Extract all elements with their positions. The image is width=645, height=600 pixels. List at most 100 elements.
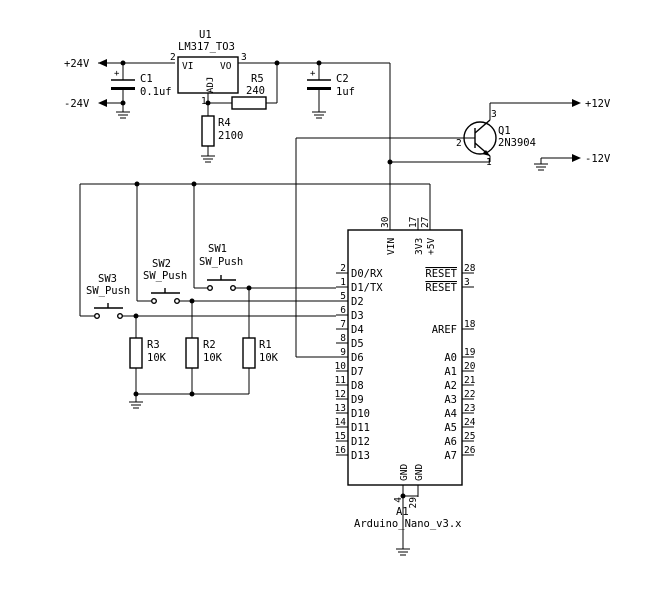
nano-pin-name-left: D3 — [351, 310, 364, 322]
u1-pin-adj: 1 — [201, 96, 207, 107]
nano-pin-num-right: 3 — [464, 277, 470, 288]
nano-pin-num-right: 20 — [464, 361, 476, 372]
sw2-value: SW_Push — [143, 270, 187, 282]
nano-pin-name-left: D11 — [351, 422, 370, 434]
nano-pin-num-top: 17 — [408, 217, 419, 228]
r4-value: 2100 — [218, 130, 243, 142]
c2-ref: C2 — [336, 73, 349, 85]
switch-sw3: SW3 SW_Push — [86, 273, 130, 320]
nano-pin-num-left: 11 — [335, 375, 347, 386]
ground-symbol-nano — [396, 548, 410, 556]
nano-pin-num-left: 6 — [340, 305, 346, 316]
nano-pin-name-left: D1/TX — [351, 282, 383, 294]
nano-pin-num-right: 23 — [464, 403, 475, 414]
resistor-r3: R3 10K — [129, 337, 167, 369]
nano-pin-name-top: +5V — [426, 238, 437, 255]
nano-pin-num-right: 19 — [464, 347, 476, 358]
nano-pin-num-right: 24 — [464, 417, 476, 428]
nano-pin-name-left: D0/RX — [351, 268, 383, 280]
nano-pin-num-right: 18 — [464, 319, 476, 330]
nano-pin-num-left: 15 — [335, 431, 346, 442]
nano-pin-num-left: 16 — [335, 445, 347, 456]
r5-ref: R5 — [251, 73, 264, 85]
a1-value: Arduino_Nano_v3.x — [354, 518, 461, 530]
nano-pin-num-left: 13 — [335, 403, 346, 414]
nano-pin-name-left: D12 — [351, 436, 370, 448]
nano-pin-name-right: A4 — [444, 408, 457, 420]
c1-value: 0.1uf — [140, 86, 172, 98]
r4-ref: R4 — [218, 117, 231, 129]
ground-symbol-resistors — [129, 401, 143, 409]
svg-text:+: + — [114, 69, 120, 79]
plus12-arrow — [572, 99, 581, 107]
svg-text:+: + — [310, 69, 316, 79]
ground-symbol-c1 — [116, 111, 130, 119]
nano-pin-num-left: 1 — [340, 277, 346, 288]
nano-pin-name-left: D7 — [351, 366, 364, 378]
nano-pin-num-right: 26 — [464, 445, 476, 456]
nano-pin-name-left: D2 — [351, 296, 364, 308]
r5-value: 240 — [246, 85, 265, 97]
nano-pin-num-left: 10 — [335, 361, 347, 372]
plus12-text: +12V — [585, 98, 611, 110]
plus24-text: +24V — [64, 58, 90, 70]
nano-pin-name-right: A0 — [444, 352, 457, 364]
nano-pin-name-right: A6 — [444, 436, 457, 448]
sw1-ref: SW1 — [208, 243, 227, 255]
nano-pin-name-left: D13 — [351, 450, 370, 462]
switch-sw2: SW2 SW_Push — [143, 258, 187, 305]
nano-pin-num-right: 25 — [464, 431, 475, 442]
nano-pin-name-left: D6 — [351, 352, 364, 364]
q1-pin-c: 3 — [491, 109, 497, 120]
r3-value: 10K — [147, 352, 167, 364]
u1-value: LM317_TO3 — [178, 41, 235, 53]
sw2-ref: SW2 — [152, 258, 171, 270]
sw3-value: SW_Push — [86, 285, 130, 297]
capacitor-c1: + C1 0.1uf — [111, 63, 172, 112]
nano-pin-name-left: D4 — [351, 324, 364, 336]
u1-pin-vi: 2 — [170, 52, 176, 63]
nano-pin-num-right: 22 — [464, 389, 475, 400]
nano-pin-num-top: 27 — [420, 217, 431, 228]
nano-pin-name-top: VIN — [386, 238, 397, 255]
minus12-text: -12V — [585, 153, 611, 165]
ground-symbol-c2 — [312, 111, 326, 119]
sw1-value: SW_Push — [199, 256, 243, 268]
q1-pin-b: 2 — [456, 138, 462, 149]
nano-pin-name-top: 3V3 — [414, 238, 425, 255]
nano-pin-name-bottom: GND — [414, 464, 425, 481]
nano-pin-num-left: 12 — [335, 389, 346, 400]
u1-ref: U1 — [199, 29, 212, 41]
minus24-arrow — [98, 99, 107, 107]
sw3-ref: SW3 — [98, 273, 117, 285]
r3-ref: R3 — [147, 339, 160, 351]
nano-pin-num-right: 28 — [464, 263, 476, 274]
nano-pin-name-left: D5 — [351, 338, 364, 350]
r1-value: 10K — [259, 352, 279, 364]
r2-value: 10K — [203, 352, 223, 364]
nano-pin-num-left: 2 — [340, 263, 346, 274]
nano-pin-name-right: A2 — [444, 380, 457, 392]
nano-pin-name-right: RESET — [425, 282, 457, 294]
nano-pin-name-bottom: GND — [399, 464, 410, 481]
u1-adj: ADJ — [206, 77, 216, 93]
r1-ref: R1 — [259, 339, 272, 351]
nano-pin-name-left: D10 — [351, 408, 370, 420]
capacitor-c2: + C2 1uf — [307, 63, 355, 112]
nano-pin-name-left: D9 — [351, 394, 364, 406]
minus12-arrow — [572, 154, 581, 162]
nano-pin-num-bottom: 29 — [408, 497, 419, 509]
nano-pin-name-right: A5 — [444, 422, 457, 434]
resistor-r2: R2 10K — [185, 337, 223, 369]
nano-pin-name-right: RESET — [425, 268, 457, 280]
u1-vi: VI — [182, 61, 193, 72]
nano-pin-name-right: AREF — [432, 324, 457, 336]
nano-pin-name-right: A7 — [444, 450, 457, 462]
nano-pin-num-right: 21 — [464, 375, 476, 386]
resistor-r1: R1 10K — [242, 337, 279, 369]
switch-sw1: SW1 SW_Push — [199, 243, 243, 292]
a1-ref: A1 — [396, 506, 409, 518]
nano-pin-num-left: 8 — [340, 333, 346, 344]
